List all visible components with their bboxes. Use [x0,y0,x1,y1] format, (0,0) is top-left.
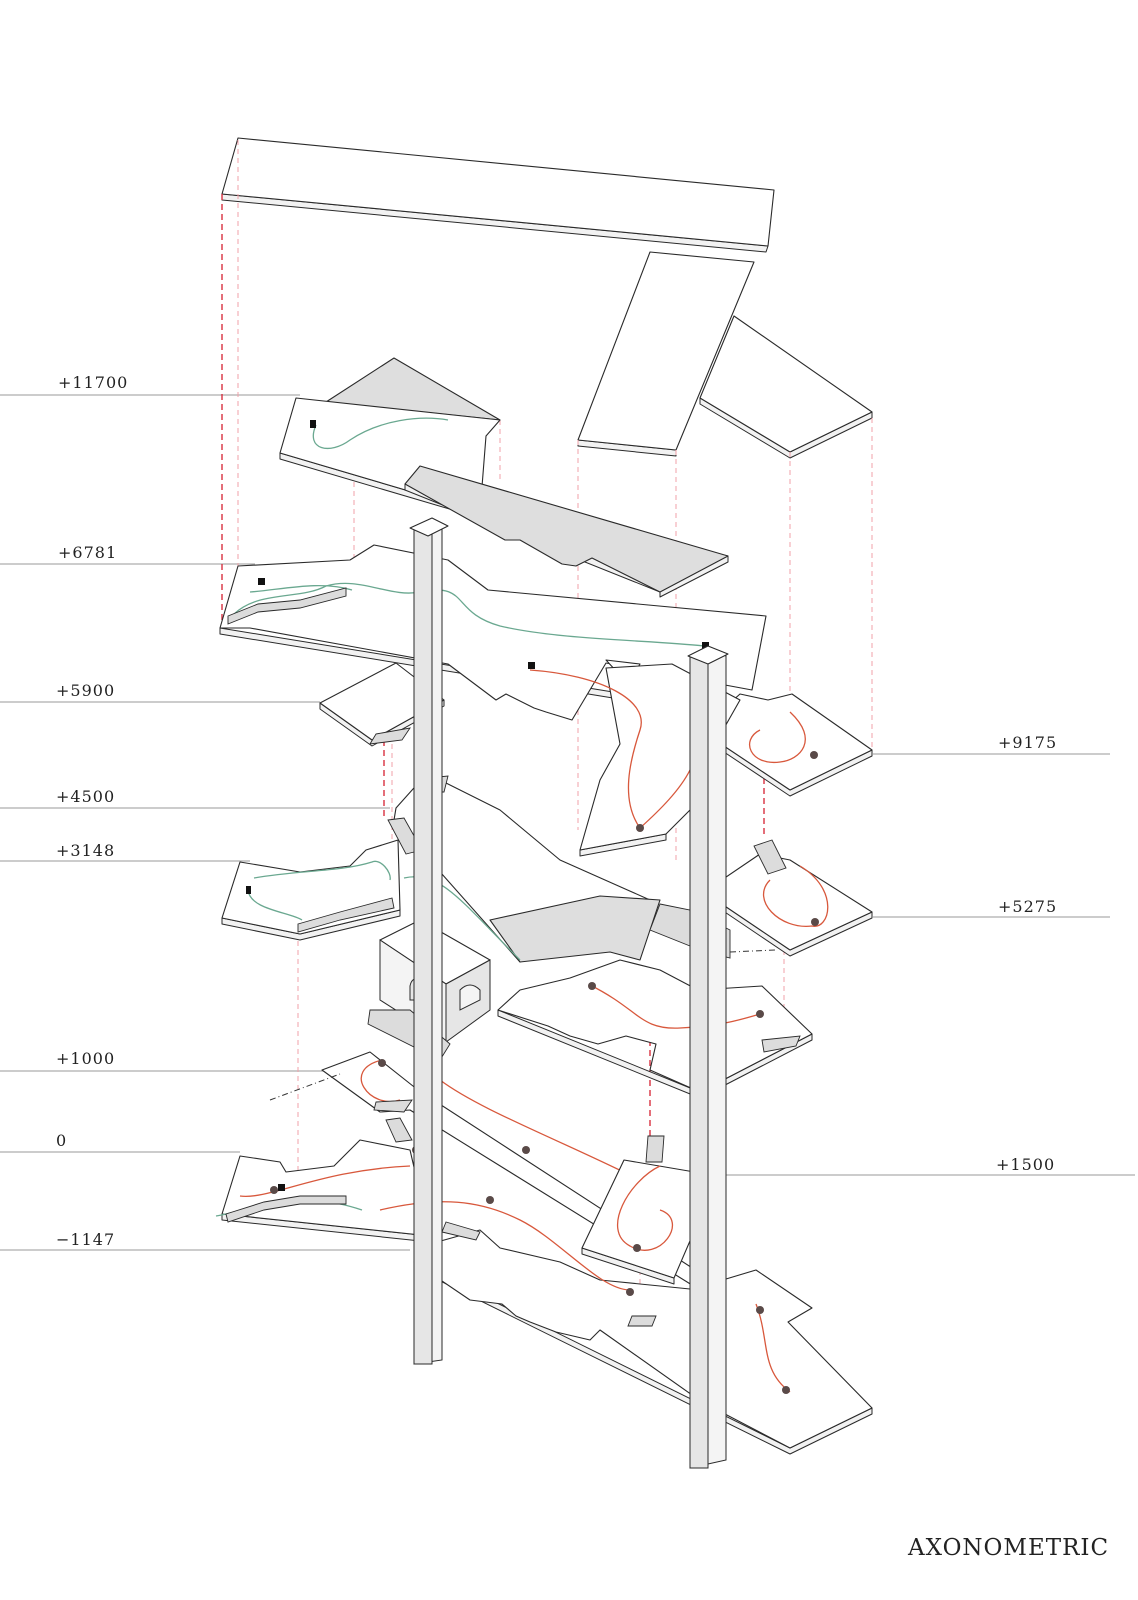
node-dot [626,1288,634,1296]
node-dot [378,1059,386,1067]
slab-level-3148 [221,817,423,941]
marker-icon [310,420,316,428]
drawing-title: AXONOMETRIC [907,1535,1109,1561]
level-label: +11700 [58,373,128,392]
slab-level-4500 [393,769,661,963]
node-dot [782,1386,790,1394]
node-dot [756,1010,764,1018]
stair-5275 [753,839,787,875]
level-label: +5275 [998,897,1057,916]
marker-icon [258,578,265,585]
stair-5900 [369,727,411,745]
level-label: 0 [56,1131,67,1150]
level-label: +6781 [58,543,117,562]
level-label: +9175 [998,733,1057,752]
marker-icon [278,1184,285,1191]
node-dot [811,918,819,926]
level-label: +5900 [56,681,115,700]
node-dot [588,982,596,990]
node-dot [633,1244,641,1252]
marker-icon [246,886,251,894]
slab-level-1500 [581,1135,719,1285]
column-right [687,645,729,1469]
node-dot [810,751,818,759]
level-label: +1500 [996,1155,1055,1174]
slab-level-5900 [319,662,445,747]
stair-3148 [297,897,395,933]
level-label: +1000 [56,1049,115,1068]
stair-1500 [645,1135,665,1163]
marker-icon [528,662,535,669]
node-dot [756,1306,764,1314]
stair-0 [225,1195,347,1223]
node-dot [522,1146,530,1154]
right-level-leaders [718,753,1135,1176]
node-dot [270,1186,278,1194]
marker-icon [702,642,709,649]
stair-6781 [227,587,347,625]
level-label: +3148 [56,841,115,860]
roof-right-plane-b [699,315,873,459]
roof-main-slab [221,137,775,253]
slab-shaded-mid [404,465,729,598]
level-label: +4500 [56,787,115,806]
left-level-leaders [0,394,410,1251]
node-dot [486,1196,494,1204]
node-dot [636,824,644,832]
stair-mid-right [761,1035,801,1053]
stair-minus1147 [441,1221,657,1327]
level-labels-left: +11700 +6781 +5900 +4500 +3148 +1000 0 −… [56,373,128,1249]
column-left [409,517,449,1365]
level-label: −1147 [56,1230,115,1249]
level-labels-right: +9175 +5275 +1500 [996,733,1057,1174]
slab-mid-right [497,959,813,1099]
stair-1000 [373,1099,413,1143]
slab-level-0 [215,1139,431,1243]
